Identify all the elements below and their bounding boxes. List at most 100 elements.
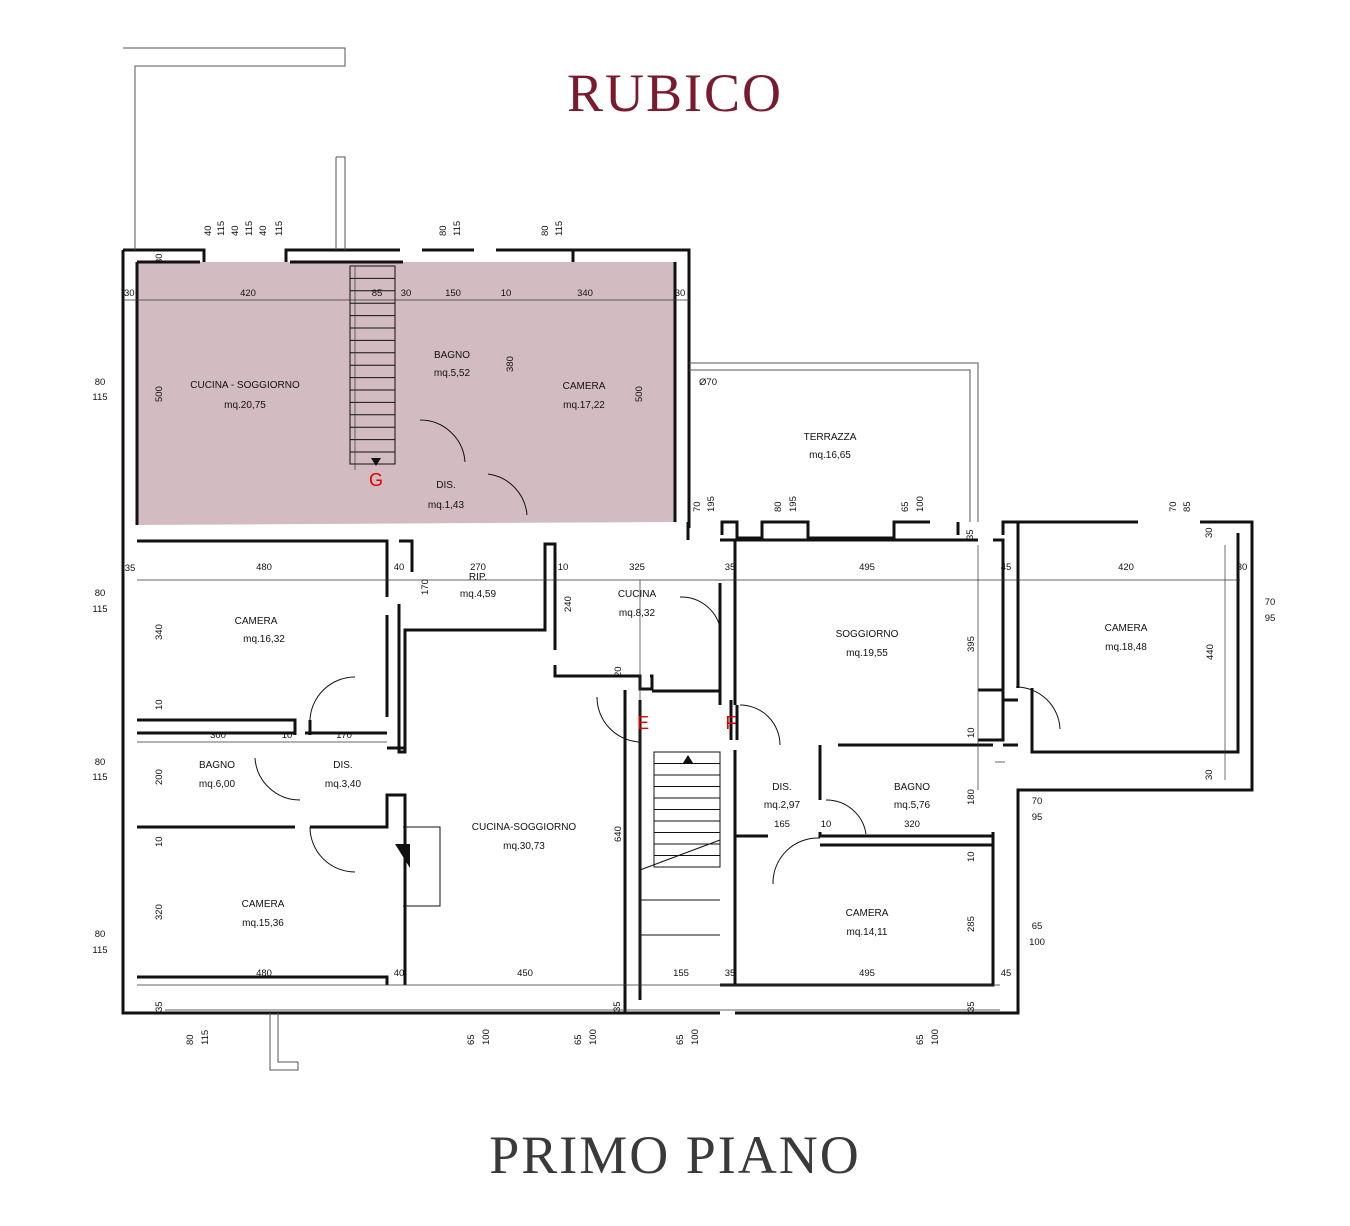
dim-label: 10 [154, 836, 165, 847]
dim-label: 100 [481, 1029, 492, 1045]
dim-label: 180 [966, 789, 977, 805]
dim-label: 285 [966, 916, 977, 932]
dim-label: 10 [154, 699, 165, 710]
dim-label: 115 [200, 1030, 211, 1045]
dim-label: 500 [154, 386, 165, 402]
dim-label: 30 [154, 253, 165, 264]
dim-label: 20 [613, 666, 624, 677]
room-name: DIS. [436, 480, 455, 491]
stair-steps-mid [654, 763, 720, 856]
dim-label: 440 [1205, 644, 1216, 660]
dim-label: 420 [240, 288, 256, 299]
dim-label: 80 [95, 588, 106, 599]
stair-steps-top [350, 277, 395, 453]
dim-label: 115 [244, 221, 255, 236]
plan-title: RUBICO [566, 63, 784, 123]
room-area: mq.1,43 [428, 500, 465, 511]
dim-label: 95 [1032, 812, 1043, 823]
dim-label: 380 [505, 356, 516, 372]
room-name: CAMERA [563, 381, 606, 392]
dim-label: 65 [675, 1034, 686, 1045]
room-area: mq.16,65 [809, 450, 851, 461]
room-name: TERRAZZA [804, 432, 857, 443]
dim-label: 170 [336, 730, 352, 741]
room-area: mq.17,22 [563, 400, 605, 411]
dim-label: 65 [573, 1034, 584, 1045]
dim-label: 70 [1032, 796, 1043, 807]
dim-label: 115 [274, 221, 285, 236]
dim-label: 85 [372, 288, 383, 299]
dim-label: 325 [629, 562, 645, 573]
dim-label: 10 [821, 819, 832, 830]
dim-label: 100 [690, 1029, 701, 1045]
room-name: CUCINA - SOGGIORNO [190, 380, 300, 391]
dim-label: 30 [401, 288, 412, 299]
stair-arrow-icon [371, 458, 381, 466]
dim-label: 30 [124, 288, 135, 299]
room-name: CAMERA [1105, 623, 1148, 634]
dim-label: 115 [452, 221, 463, 236]
dim-label: 395 [966, 636, 977, 652]
dim-label: 70 [1265, 597, 1276, 608]
dim-label: 270 [470, 562, 486, 573]
dim-label: 35 [612, 1001, 623, 1012]
room-area: mq.6,00 [199, 779, 236, 790]
dim-label: 80 [438, 225, 449, 236]
dim-label: 95 [1265, 613, 1276, 624]
dim-label: 155 [673, 968, 689, 979]
dim-label: 200 [154, 769, 165, 785]
room-labels: CUCINA - SOGGIORNO mq.20,75 BAGNO mq.5,5… [190, 350, 1147, 938]
dim-label: 70 [692, 501, 703, 512]
marker-e: E [637, 713, 649, 733]
dim-label: 45 [1001, 562, 1012, 573]
room-area: mq.19,55 [846, 648, 888, 659]
dim-label: 115 [92, 604, 107, 615]
dim-label: 10 [282, 730, 293, 741]
dim-label: 500 [634, 386, 645, 402]
room-area: mq.20,75 [224, 400, 266, 411]
dim-label: 320 [904, 819, 920, 830]
room-name: CAMERA [846, 908, 889, 919]
dim-label: 495 [859, 968, 875, 979]
dim-label: 35 [966, 1001, 977, 1012]
dim-label: 65 [900, 501, 911, 512]
chimney-icon [395, 844, 410, 868]
dim-label: 80 [95, 757, 106, 768]
dim-label: 340 [577, 288, 593, 299]
dim-label: 240 [563, 596, 574, 612]
dim-label: 450 [517, 968, 533, 979]
dim-label: 70 [1168, 501, 1179, 512]
dim-label: 65 [915, 1034, 926, 1045]
dim-label: 35 [725, 562, 736, 573]
dim-label: 10 [501, 288, 512, 299]
terrace-outline [123, 47, 979, 1071]
dim-label: 340 [154, 624, 165, 640]
dim-label: 195 [706, 496, 717, 512]
dim-label: 80 [540, 225, 551, 236]
dim-label: 80 [95, 377, 106, 388]
marker-g: G [369, 470, 383, 490]
dim-label: 320 [154, 904, 165, 920]
room-area: mq.14,11 [847, 927, 888, 938]
dim-label: 30 [675, 288, 686, 299]
dim-label: 115 [92, 772, 107, 783]
dim-label: 420 [1118, 562, 1134, 573]
room-area: mq.15,36 [242, 918, 284, 929]
dimension-labels: 40 115 40 115 40 115 80 115 80 115 30 42… [92, 221, 1275, 1045]
marker-f: F [726, 713, 737, 733]
stairs-and-doors [254, 265, 1061, 936]
dim-label: 35 [725, 968, 736, 979]
dim-label: 65 [1032, 921, 1043, 932]
room-name: SOGGIORNO [836, 629, 899, 640]
dim-label: 115 [92, 945, 107, 956]
dim-label: 10 [966, 851, 977, 862]
entrance-markers: G E F [369, 470, 737, 733]
room-area: mq.30,73 [503, 841, 545, 852]
room-name: CAMERA [235, 616, 278, 627]
dim-label: 640 [613, 826, 624, 842]
dim-label: 495 [859, 562, 875, 573]
dim-label: 115 [554, 221, 565, 236]
room-area: mq.8,32 [619, 608, 656, 619]
room-area: mq.2,97 [764, 800, 801, 811]
dim-label: 115 [216, 221, 227, 236]
